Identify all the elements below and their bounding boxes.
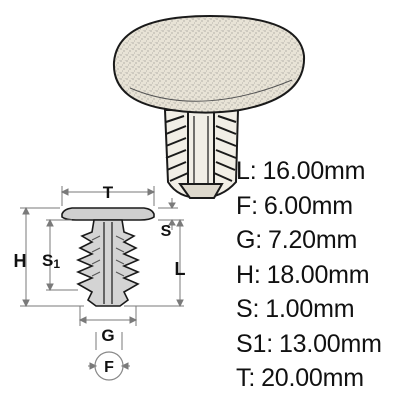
spec-key: S1: [236, 329, 267, 358]
spec-key: H: [236, 260, 254, 289]
schematic-body: [75, 219, 141, 307]
label-S: S: [161, 223, 172, 240]
spec-row-l: L:16.00mm: [236, 157, 366, 185]
label-T: T: [103, 183, 114, 202]
spec-value: 16.00mm: [262, 157, 366, 185]
spec-key: S: [236, 295, 253, 323]
label-S1: S1: [42, 251, 60, 271]
spec-value: 7.20mm: [268, 226, 358, 254]
dimension-lines: [20, 186, 184, 381]
label-G: G: [101, 326, 114, 345]
spec-value: 18.00mm: [266, 260, 370, 289]
spec-row-h: H:18.00mm: [236, 260, 370, 289]
label-F: F: [104, 359, 114, 376]
spec-row-s1: S1:13.00mm: [236, 329, 382, 358]
spec-row-t: T:20.00mm: [236, 364, 364, 392]
spec-row-g: G:7.20mm: [236, 226, 358, 254]
label-L: L: [175, 259, 186, 279]
clip-stem: [163, 109, 240, 200]
spec-row-f: F:6.00mm: [236, 191, 353, 220]
clip-head: [112, 14, 306, 114]
clip-illustration: [112, 14, 306, 200]
spec-value: 13.00mm: [278, 329, 382, 358]
spec-row-s: S:1.00mm: [236, 295, 355, 323]
spec-key: T: [236, 364, 249, 392]
spec-key: L: [236, 157, 250, 185]
label-H: H: [14, 251, 27, 271]
spec-value: 20.00mm: [261, 364, 364, 392]
spec-value: 1.00mm: [265, 295, 355, 323]
schematic-head: [61, 207, 155, 221]
spec-key: G: [236, 226, 256, 254]
spec-value: 6.00mm: [263, 191, 353, 220]
spec-key: F: [236, 191, 252, 220]
clip-schematic: T H S1 S L G F: [14, 183, 186, 381]
